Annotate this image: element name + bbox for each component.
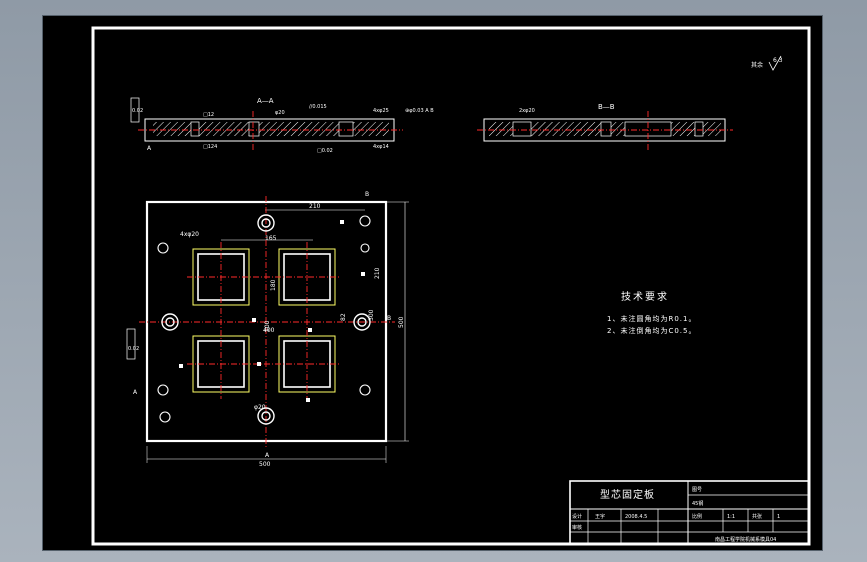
scale-value: 1:1 (727, 514, 735, 520)
dim-82: 82 (340, 313, 347, 321)
dim-top-210: 210 (309, 203, 321, 210)
dim-flatness: //0.015 (309, 104, 327, 110)
tag-a: A (147, 145, 152, 152)
section-b-label: B—B (598, 103, 615, 111)
review-label: 审核 (572, 524, 582, 531)
designer-name: 王宇 (595, 513, 605, 520)
dim-b-holes: 2xφ20 (519, 108, 535, 114)
tech-requirements: 技术要求 1、未注圆角均为R0.1。 2、未注倒角均为C0.5。 (607, 290, 696, 335)
dim-right-210: 210 (374, 267, 381, 279)
dim-400: 400 (263, 327, 275, 334)
designer-label: 设计 (572, 513, 582, 520)
sec-b-top: B (365, 191, 369, 198)
part-name: 型芯固定板 (600, 488, 655, 501)
frame-left: 0.02 (132, 108, 143, 114)
dim-holes-left: 4xφ25 (373, 108, 389, 114)
dim-100: 100 (264, 320, 271, 332)
scale-label: 比例 (692, 513, 702, 520)
dim-180: 180 (270, 279, 277, 291)
section-b-view: B—B 2xφ20 (477, 103, 733, 151)
section-a-label: A—A (257, 97, 274, 105)
tech-item-2: 2、未注倒角均为C0.5。 (607, 326, 696, 335)
datum-a: A (133, 389, 138, 396)
svg-text:6.3: 6.3 (773, 57, 783, 64)
roughness-symbol: 其余 6.3 (751, 55, 783, 71)
dim-phi20: φ20 (275, 110, 285, 116)
plan-view: 210 4xφ20 165 180 100 400 300 82 500 500… (126, 191, 409, 468)
drawing-no-label: 图号 (692, 487, 702, 493)
dim-flat-bottom: □0.02 (317, 148, 333, 154)
dim-position: ⊕φ0.03 A B (405, 108, 434, 114)
roughness-label: 其余 (751, 61, 763, 69)
school-name: 南昌工程学院机械系模具04 (715, 536, 776, 543)
sec-a-top: A (265, 452, 270, 459)
title-block: 型芯固定板 图号 45钢 设计 王宇 2008.4.5 比例 1:1 共张 1 … (569, 480, 810, 545)
datum-box: 0.02 (128, 346, 139, 352)
tech-title: 技术要求 (621, 290, 669, 303)
design-date: 2008.4.5 (625, 514, 647, 520)
drawing-sheet: 其余 6.3 A—A □12 φ20 //0.015 4xφ25 ⊕φ0.03 … (42, 15, 823, 551)
dim-box-left: □12 (203, 112, 214, 118)
dim-500-bottom: 500 (259, 461, 271, 468)
dim-holes-bottom: 4xφ14 (373, 144, 389, 150)
dim-500-right: 500 (398, 316, 405, 328)
dim-hole-note: 4xφ20 (180, 231, 199, 238)
material-label: 45钢 (692, 500, 703, 507)
dim-300: 300 (368, 309, 375, 321)
dim-165: 165 (265, 235, 277, 242)
sheet-value: 1 (777, 514, 780, 520)
drawing-border (91, 26, 811, 546)
tech-item-1: 1、未注圆角均为R0.1。 (607, 314, 696, 323)
dim-box-bottom: □124 (203, 144, 217, 150)
dim-bottom-hole: φ20 (254, 404, 266, 411)
section-a-view: A—A □12 φ20 //0.015 4xφ25 ⊕φ0.03 A B □12… (130, 97, 434, 154)
cad-drawing: 其余 6.3 A—A □12 φ20 //0.015 4xφ25 ⊕φ0.03 … (91, 26, 811, 546)
sheet-label: 共张 (752, 513, 762, 520)
datum-b: B (387, 315, 391, 322)
